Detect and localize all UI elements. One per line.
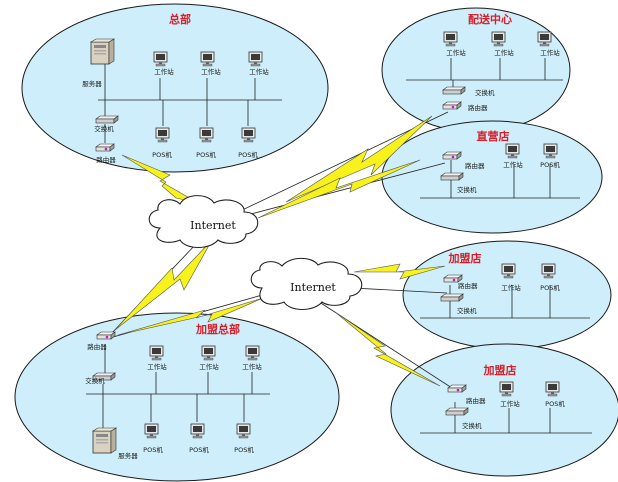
direct-store-network: 直营店 路由器 交换机 工作站 POS机 (420, 129, 580, 199)
ds-pos-label: POS机 (540, 160, 560, 169)
dc-router-label: 路由器 (468, 103, 488, 112)
pos-terminal-icon (155, 127, 170, 143)
franchise-store-1-network: 加盟店 路由器 交换机 工作站 POS机 (420, 251, 590, 319)
fhq-router-label: 路由器 (87, 342, 107, 351)
hq-workstation-label-1: 工作站 (154, 67, 174, 76)
fhq-switch-label: 交换机 (85, 376, 105, 385)
ds-workstation-label: 工作站 (503, 160, 523, 169)
distribution-center-title: 配送中心 (468, 12, 512, 26)
headquarters-title: 总部 (169, 12, 191, 26)
fs1-pos-label: POS机 (540, 283, 560, 292)
hq-pos-label-2: POS机 (196, 150, 216, 159)
fs2-pos-label: POS机 (545, 399, 565, 408)
workstation-icon (499, 381, 514, 397)
franchise-store-1-ellipse (402, 240, 612, 350)
pos-terminal-icon (144, 423, 159, 439)
franchise-hq-network: 加盟总部 路由器 交换机 工作站 工作站 工作站 服务器 POS机 POS机 P… (85, 322, 270, 460)
pos-terminal-icon (241, 127, 256, 143)
switch-icon (442, 86, 466, 95)
hq-switch-label: 交换机 (94, 124, 114, 133)
fs2-workstation-label: 工作站 (500, 399, 520, 408)
pos-terminal-icon (236, 423, 251, 439)
switch-icon (440, 293, 464, 302)
fhq-workstation-label-2: 工作站 (199, 362, 219, 371)
franchise-store-2-ellipse (390, 343, 618, 477)
workstation-icon (248, 51, 263, 67)
workstation-icon (537, 31, 552, 47)
lightning-fs1 (353, 263, 446, 280)
distribution-center-network: 配送中心 工作站 工作站 工作站 交换机 路由器 (406, 12, 563, 112)
ds-switch-label: 交换机 (457, 185, 477, 194)
workstation-icon (491, 31, 506, 47)
router-icon (443, 274, 463, 283)
franchise-hq-ellipse (14, 312, 340, 482)
router-icon (442, 101, 462, 110)
hq-server-label: 服务器 (82, 79, 102, 88)
router-icon (447, 384, 467, 393)
internet-cloud-right: Internet (250, 257, 363, 311)
switch-icon (95, 115, 119, 124)
router-icon (442, 151, 462, 160)
router-icon (95, 143, 115, 152)
workstation-icon (505, 143, 520, 159)
franchise-store-2-title: 加盟店 (483, 363, 517, 377)
fs1-workstation-label: 工作站 (501, 283, 521, 292)
internet-label-left: Internet (190, 219, 236, 232)
hq-workstation-label-3: 工作站 (249, 67, 269, 76)
fhq-pos-label-1: POS机 (143, 445, 163, 454)
workstation-icon (200, 51, 215, 67)
distribution-center-ellipse (381, 7, 571, 133)
pos-terminal-icon (545, 381, 560, 397)
workstation-icon (443, 31, 458, 47)
hq-pos-label-3: POS机 (238, 150, 258, 159)
hq-router-label: 路由器 (96, 155, 116, 164)
fs1-switch-label: 交换机 (457, 306, 477, 315)
server-icon (90, 38, 115, 65)
lightning-fs2 (334, 311, 441, 387)
dc-workstation-label-1: 工作站 (446, 48, 466, 57)
fhq-pos-label-2: POS机 (189, 445, 209, 454)
workstation-icon (201, 345, 216, 361)
pos-terminal-icon (541, 263, 556, 279)
fhq-workstation-label-3: 工作站 (242, 362, 262, 371)
lightning-dc (285, 115, 433, 203)
direct-store-title: 直营店 (477, 129, 510, 143)
lightning-ds (257, 159, 421, 219)
switch-icon (445, 407, 469, 416)
hq-workstation-label-2: 工作站 (201, 67, 221, 76)
headquarters-network: 总部 服务器 工作站 工作站 工作站 交换机 路由器 POS机 POS机 POS… (82, 12, 282, 164)
franchise-hq-title: 加盟总部 (195, 322, 240, 336)
pos-terminal-icon (190, 423, 205, 439)
fhq-pos-label-3: POS机 (234, 445, 254, 454)
workstation-icon (245, 345, 260, 361)
switch-icon (440, 172, 464, 181)
ds-router-label: 路由器 (465, 161, 485, 170)
dc-workstation-label-2: 工作站 (494, 48, 514, 57)
fhq-workstation-label-1: 工作站 (147, 362, 167, 371)
pos-terminal-icon (543, 143, 558, 159)
workstation-icon (153, 51, 168, 67)
internet-cloud-left: Internet (148, 195, 259, 249)
fs2-router-label: 路由器 (466, 396, 486, 405)
pos-terminal-icon (199, 127, 214, 143)
hq-pos-label-1: POS机 (152, 150, 172, 159)
workstation-icon (501, 263, 516, 279)
dc-workstation-label-3: 工作站 (540, 48, 560, 57)
headquarters-ellipse (21, 3, 329, 173)
franchise-store-2-network: 加盟店 路由器 交换机 工作站 POS机 (420, 363, 592, 434)
server-icon (92, 427, 117, 454)
dc-switch-label: 交换机 (475, 88, 495, 97)
fs1-router-label: 路由器 (458, 281, 478, 290)
workstation-icon (149, 345, 164, 361)
fhq-server-label: 服务器 (118, 451, 138, 460)
internet-label-right: Internet (290, 281, 336, 294)
franchise-store-1-title: 加盟店 (448, 251, 482, 265)
fs2-switch-label: 交换机 (462, 421, 482, 430)
router-icon (96, 331, 116, 340)
